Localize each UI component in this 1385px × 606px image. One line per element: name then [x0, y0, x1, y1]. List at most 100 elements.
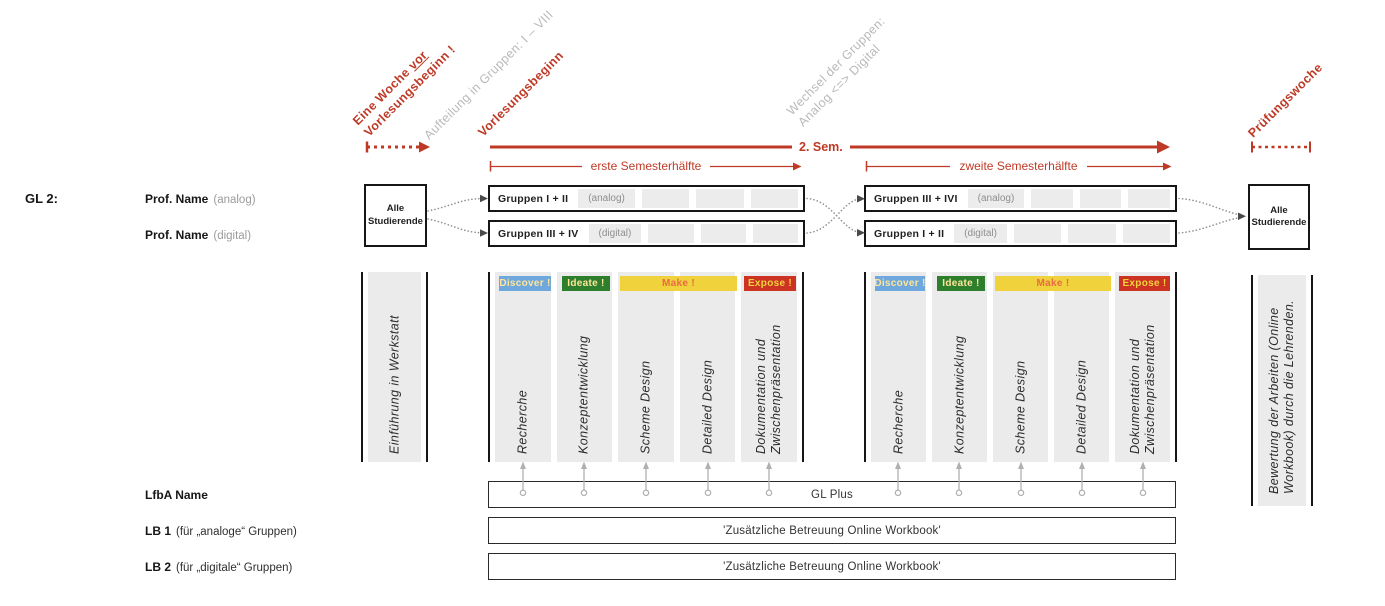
phase-column-text: Scheme Design: [638, 360, 653, 454]
swap-connector-up: [806, 198, 861, 234]
workbook-label: 'Zusätzliche Betreuung Online Workbook': [723, 560, 941, 573]
lfba-name: LfbA Name: [145, 488, 208, 502]
gl-plus-box: GL Plus: [488, 481, 1176, 508]
group-box-label: Gruppen III + IVI: [874, 192, 958, 205]
expose-badge: Expose !: [1119, 276, 1170, 291]
all-students-box-left: Alle Studierende: [364, 184, 427, 247]
phase-column-text-line1: Dokumentation und: [1127, 338, 1142, 454]
first-half-label: erste Semesterhälfte: [581, 159, 711, 174]
lb2-groups: (für „digitale“ Gruppen): [176, 562, 293, 574]
dashed-arrowhead: [419, 141, 430, 153]
phase-column-text: Konzeptentwicklung: [952, 335, 966, 454]
lb1-label: LB 1 (für „analoge“ Gruppen): [145, 524, 297, 538]
phase-column-recherche: Recherche: [495, 272, 551, 462]
intro-column-group: Einführung in Werkstatt: [361, 272, 428, 462]
phase-column-dokumentation: Dokumentation und Zwischenpräsentation: [741, 272, 797, 462]
week-segment: [1122, 224, 1171, 243]
phase-column-text: Recherche: [891, 389, 905, 454]
intro-column-text: Einführung in Werkstatt: [387, 315, 401, 454]
all-students-box-right: Alle Studierende: [1248, 184, 1310, 250]
make-badge: Make !: [995, 276, 1111, 291]
first-half-label-wrap: erste Semesterhälfte: [490, 159, 802, 174]
phase-column-detailed: Detailed Design: [1054, 272, 1109, 462]
group-box-label: Gruppen I + II: [874, 227, 945, 240]
week-segment: [1079, 189, 1122, 208]
merge-connector-top: [1178, 197, 1241, 216]
group-box-1-2-digital: Gruppen I + II (digital): [864, 220, 1177, 247]
phase-column-konzept: Konzeptentwicklung: [556, 272, 613, 462]
annotation-wechsel-line2: Analog <=> Digital: [795, 41, 883, 130]
phase-column-text: Recherche: [515, 389, 530, 454]
annotation-pruefungswoche: Prüfungswoche: [1245, 60, 1326, 141]
main-timeline-arrowhead: [1157, 140, 1170, 154]
second-half-label-wrap: zweite Semesterhälfte: [864, 159, 1173, 174]
workbook-box-lb2: 'Zusätzliche Betreuung Online Workbook': [488, 553, 1176, 580]
phase-column-konzept: Konzeptentwicklung: [932, 272, 987, 462]
group-box-label: Gruppen III + IV: [498, 227, 579, 240]
phase-columns-second-half: Recherche Konzeptentwicklung Scheme Desi…: [864, 272, 1177, 462]
workbook-box-lb1: 'Zusätzliche Betreuung Online Workbook': [488, 517, 1176, 544]
annotation-wechsel: Wechsel der Gruppen: Analog <=> Digital: [783, 13, 900, 130]
second-semester-label: 2. Sem.: [792, 139, 850, 155]
phase-column-dokumentation: Dokumentation und Zwischenpräsentation: [1115, 272, 1170, 462]
phase-column-text: Dokumentation und Zwischenpräsentation: [754, 272, 784, 462]
lb2-name: LB 2: [145, 560, 172, 574]
swap-connector-down: [806, 197, 861, 234]
lb2-label: LB 2 (für „digitale“ Gruppen): [145, 560, 292, 574]
make-badge: Make !: [620, 276, 737, 291]
week-segment: [696, 189, 744, 208]
week-segment: [750, 189, 799, 208]
discover-badge: Discover !: [499, 276, 551, 291]
workbook-label: 'Zusätzliche Betreuung Online Workbook': [723, 524, 941, 537]
split-connector-top: [427, 197, 484, 212]
group-box-mode: (digital): [588, 224, 642, 243]
lfba-label: LfbA Name: [145, 488, 208, 502]
group-box-1-2-analog: Gruppen I + II (analog): [488, 185, 805, 212]
prof-digital-mode: (digital): [213, 230, 252, 242]
prof-digital-label: Prof. Name (digital): [145, 228, 251, 242]
phase-column-text-line1: Dokumentation und: [754, 338, 769, 454]
week-segment: [641, 189, 690, 208]
gl2-label: GL 2:: [25, 191, 58, 206]
phase-column-text-line2: Zwischenpräsentation: [1142, 324, 1157, 454]
bewertung-column: Bewertung der Arbeiten (Online Workbook)…: [1258, 275, 1306, 506]
phase-column-text: Konzeptentwicklung: [576, 335, 591, 454]
phase-column-scheme: Scheme Design: [618, 272, 674, 462]
phase-column-text: Scheme Design: [1013, 360, 1027, 454]
second-half-label: zweite Semesterhälfte: [950, 159, 1087, 174]
phase-column-text: Detailed Design: [1074, 359, 1088, 454]
group-box-3-4-digital: Gruppen III + IV (digital): [488, 220, 805, 247]
group-box-3-4-analog: Gruppen III + IVI (analog): [864, 185, 1177, 212]
all-students-left-line2: Studierende: [368, 215, 423, 227]
discover-badge: Discover !: [874, 276, 926, 291]
ideate-badge: Ideate !: [562, 276, 610, 291]
group-box-label: Gruppen I + II: [498, 192, 569, 205]
group-box-mode: (analog): [967, 189, 1025, 208]
week-segment: [648, 224, 694, 243]
ideate-badge: Ideate !: [937, 276, 985, 291]
week-segment: [1013, 224, 1062, 243]
phase-column-scheme: Scheme Design: [993, 272, 1048, 462]
phase-column-recherche: Recherche: [871, 272, 926, 462]
bewertung-text-line2: Workbook) durch die Lehrenden.: [1282, 299, 1296, 494]
prof-analog-name: Prof. Name: [145, 192, 209, 206]
phase-column-text: Detailed Design: [700, 359, 715, 454]
all-students-right-line2: Studierende: [1251, 217, 1307, 228]
week-segment: [700, 224, 746, 243]
prof-analog-label: Prof. Name (analog): [145, 192, 256, 206]
annotation-vorlesungsbeginn: Vorlesungsbeginn: [475, 48, 567, 140]
group-box-mode: (digital): [954, 224, 1007, 243]
phase-columns-first-half: Recherche Konzeptentwicklung Scheme Desi…: [488, 272, 804, 462]
lb1-name: LB 1: [145, 524, 172, 538]
intro-column: Einführung in Werkstatt: [368, 272, 421, 462]
split-connector-bottom: [427, 218, 484, 234]
week-segment: [1031, 189, 1073, 208]
week-segment: [752, 224, 799, 243]
prof-analog-mode: (analog): [213, 194, 256, 206]
merge-connector-bottom: [1178, 216, 1241, 234]
all-students-right-line1: Alle: [1270, 204, 1288, 216]
all-students-left-line1: Alle: [386, 203, 405, 215]
annotation-wechsel-line1: Wechsel der Gruppen:: [784, 14, 888, 118]
phase-column-detailed: Detailed Design: [679, 272, 736, 462]
